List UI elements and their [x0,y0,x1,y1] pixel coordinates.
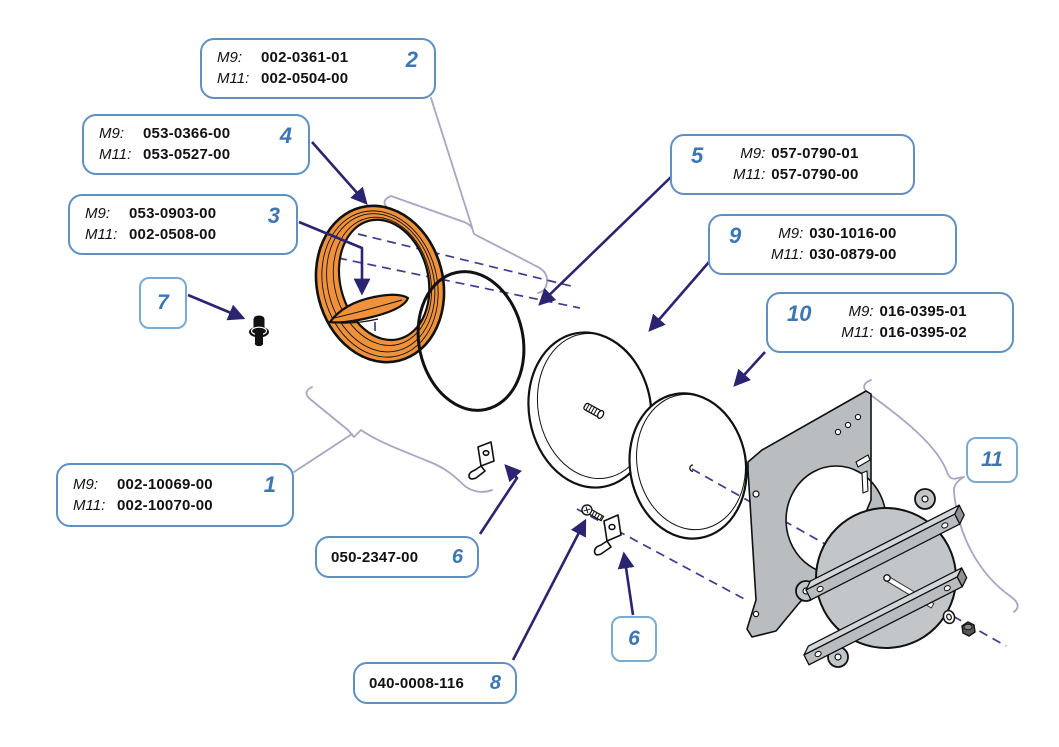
item-number: 2 [405,47,418,72]
group-brace-door-inner [383,195,548,294]
part-number: 002-0508-00 [129,226,217,244]
callout-box-1: M9: 002-10069-00 M11: 002-10070-00 1 [56,463,294,527]
part-number: 030-0879-00 [809,246,897,264]
door-disk-outer [628,392,748,540]
dam-gasket [328,293,410,324]
item-number: 6 [451,546,463,568]
stud-screw [583,402,605,419]
part-number: 030-1016-00 [809,225,897,242]
rail-lower [803,567,968,666]
item-number: 9 [729,223,742,248]
disk-center-hole [689,464,694,473]
arrow-callout-6b [617,551,635,616]
part-number: 002-0504-00 [261,70,349,88]
item-number: 11 [981,448,1003,471]
plate-slot-a [855,454,871,468]
washer [942,609,956,625]
model-label: M9: [85,205,111,222]
part-number: 057-0790-00 [771,166,859,184]
arrow-callout-5 [538,176,672,306]
part-number: 057-0790-01 [771,145,859,162]
part-number: 002-10070-00 [117,497,213,514]
plate-tab-hole [752,610,760,618]
group-brace-door-outer [305,386,493,493]
callout-box-4: M9: 053-0366-00 M11: 053-0527-00 4 [82,114,310,175]
arrow-callout-9 [648,261,710,332]
arrow-callout-3 [298,220,371,296]
item-number: 7 [157,291,169,314]
plate-slot-b [861,470,869,494]
leader-callout-1 [293,433,353,473]
item-number: 1 [263,472,276,497]
arrow-callout-7 [187,293,246,321]
callout-box-2: M9: 002-0361-01 M11: 002-0504-00 2 [200,38,436,99]
bracket-clip-left [468,441,495,480]
part-number: 016-0395-01 [879,303,967,320]
callout-box-3: M9: 053-0903-00 M11: 002-0508-00 3 [68,194,298,255]
model-label: M9: [778,225,804,242]
callout-box-5: 5 M9: 057-0790-01 M11: 057-0790-00 [670,134,915,195]
leader-arrows [187,141,766,661]
item-number: 10 [787,301,812,326]
model-label: M11: [99,146,132,164]
model-label: M11: [85,226,118,244]
centerline-upper-a [357,233,572,287]
item-number: 5 [691,143,704,168]
callout-box-7: 7 [139,277,187,329]
item-number: 8 [489,672,501,694]
part-number: 050-2347-00 [331,548,419,566]
part-number: 002-0361-01 [261,49,349,66]
callout-box-8: 040-0008-116 8 [353,662,517,704]
model-label: M9: [848,303,874,320]
item-number: 4 [279,123,292,148]
callout-box-6a: 050-2347-00 6 [315,536,479,578]
arrow-callout-6a [478,464,522,535]
callout-box-10: 10 M9: 016-0395-01 M11: 016-0395-02 [766,292,1014,353]
model-label: M11: [771,246,804,264]
rail-upper [805,504,965,601]
window-gasket-ring [416,270,526,412]
model-label: M11: [733,166,766,184]
part-number: 016-0395-02 [879,324,967,342]
callout-box-11: 11 [966,437,1018,483]
screw-part [581,504,605,522]
item-number: 6 [628,627,640,650]
leader-callout-2 [430,97,473,228]
plate-arm-hole [752,490,760,498]
part-number: 053-0366-00 [143,125,231,142]
item-number: 3 [267,203,280,228]
part-number: 053-0903-00 [129,205,217,222]
model-label: M9: [217,49,243,66]
callout-box-9: 9 M9: 030-1016-00 M11: 030-0879-00 [708,214,957,275]
part-number: 040-0008-116 [369,674,464,692]
callout-box-6b: 6 [611,616,657,662]
part-number: 002-10069-00 [117,475,213,493]
model-label: M11: [841,324,874,342]
plug-part [249,315,269,347]
nut [961,621,976,637]
model-label: M9: [73,475,99,493]
cover-stud-hole [883,574,891,582]
model-label: M9: [99,125,125,142]
centerline-upper-b [337,257,581,309]
arrow-callout-4 [311,141,368,205]
model-label: M9: [740,145,766,162]
model-label: M11: [73,497,106,514]
door-cover-assembly [746,390,976,668]
bracket-clip-right [593,514,622,556]
part-number: 053-0527-00 [143,146,231,164]
arrow-callout-8 [511,518,587,661]
arrow-callout-10 [733,351,766,387]
model-label: M11: [217,70,250,88]
